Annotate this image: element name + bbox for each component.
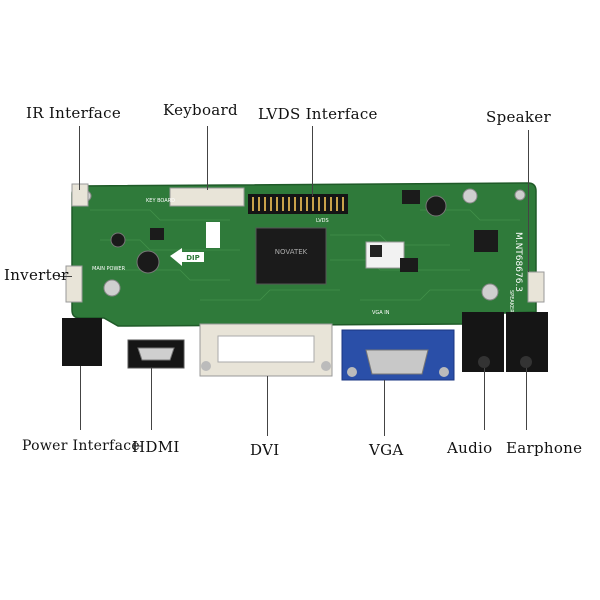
label-dvi: DVI [250, 441, 280, 459]
label-vga: VGA [369, 441, 404, 459]
label-power-interface: Power Interface [22, 438, 140, 454]
leader-power [80, 366, 81, 430]
label-inverter: Inverter [4, 266, 69, 284]
leader-inverter [58, 276, 72, 277]
silk-keyboard: KEY BOARD [146, 198, 175, 204]
leader-ir [79, 126, 80, 190]
dip-arrow [170, 248, 204, 266]
leader-dvi [267, 376, 268, 436]
speaker-connector [527, 271, 545, 303]
label-hdmi: HDMI [132, 438, 180, 456]
small-ics [150, 190, 498, 272]
smd-arrow [206, 222, 220, 248]
capacitors [110, 195, 447, 274]
leader-hdmi [151, 368, 152, 430]
label-audio: Audio [447, 439, 493, 457]
silk-speaker: SPEAKER [508, 290, 514, 313]
silk-main-power: MAIN POWER [92, 266, 126, 272]
label-lvds-interface: LVDS Interface [258, 105, 378, 123]
power-jack [62, 318, 102, 366]
silk-lvds: LVDS [316, 218, 329, 224]
inverter-connector [65, 265, 83, 303]
lvds-pins [252, 197, 344, 211]
silk-vga-in: VGA IN [372, 310, 390, 316]
chip-logo-text: NOVATEK [275, 248, 308, 256]
label-keyboard: Keyboard [163, 101, 238, 119]
silk-dip: DIP [186, 254, 200, 262]
leader-vga [384, 380, 385, 436]
leader-lvds [312, 126, 313, 196]
ir-connector [71, 183, 89, 207]
silk-model: M.NT68676.3 [513, 232, 523, 292]
label-ir-interface: IR Interface [26, 104, 122, 122]
label-earphone: Earphone [506, 439, 583, 457]
leader-audio [484, 368, 485, 430]
keyboard-connector [169, 187, 245, 207]
leader-keyboard [207, 126, 208, 190]
label-speaker: Speaker [486, 108, 551, 126]
leader-earphone [526, 368, 527, 430]
main-chip [255, 227, 327, 285]
leader-speaker [528, 130, 529, 272]
lvds-header [248, 194, 348, 214]
